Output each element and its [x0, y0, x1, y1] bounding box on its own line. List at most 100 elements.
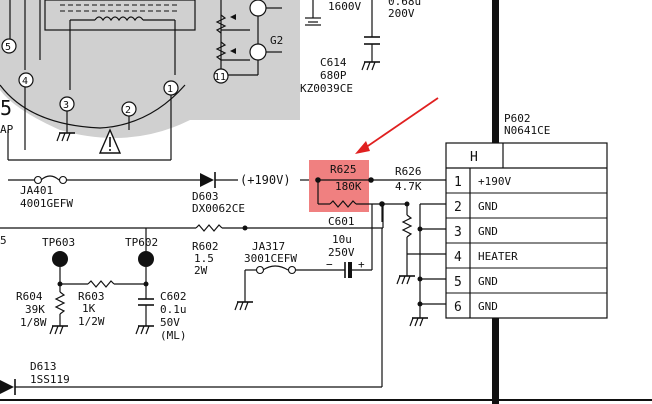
diode-icon — [200, 172, 216, 188]
svg-text:−: − — [326, 258, 333, 271]
svg-text:KZ0039CE: KZ0039CE — [300, 82, 353, 95]
svg-text:5: 5 — [5, 42, 11, 53]
connector-pin-4: 4 HEATER — [454, 250, 518, 265]
ground-icon — [409, 317, 428, 327]
svg-text:C602: C602 — [160, 290, 187, 303]
svg-text:2: 2 — [454, 200, 462, 215]
r625-highlight — [309, 160, 369, 212]
connector-pin-3: 3 GND — [454, 225, 498, 240]
svg-text:H: H — [470, 150, 478, 165]
svg-text:180K: 180K — [335, 180, 362, 193]
svg-text:1SS119: 1SS119 — [30, 373, 70, 386]
connector-pin-5: 5 GND — [454, 275, 498, 290]
svg-text:4001GEFW: 4001GEFW — [20, 197, 73, 210]
svg-text:(ML): (ML) — [160, 329, 187, 342]
ground-icon — [135, 325, 154, 335]
svg-text:1.5: 1.5 — [194, 252, 214, 265]
svg-text:4: 4 — [454, 250, 462, 265]
resistor-icon — [215, 14, 227, 34]
svg-text:P602: P602 — [504, 112, 531, 125]
spark-gap-icon — [249, 43, 267, 61]
svg-text:4.7K: 4.7K — [395, 180, 422, 193]
arrow-head-icon — [355, 141, 370, 154]
svg-text:3: 3 — [63, 100, 69, 111]
ground-icon — [396, 275, 415, 285]
crt-pin-11: 11 — [213, 68, 229, 84]
resistor-icon — [87, 280, 115, 288]
svg-text:1/8W: 1/8W — [20, 316, 47, 329]
connector-pin-2: 2 GND — [454, 200, 498, 215]
svg-text:+190V: +190V — [478, 175, 511, 188]
resistor-icon — [401, 214, 413, 238]
svg-text:39K: 39K — [25, 303, 45, 316]
svg-text:5: 5 — [0, 234, 7, 247]
crt-pin-1: 1 — [163, 80, 179, 96]
resistor-icon — [329, 200, 357, 208]
svg-text:1: 1 — [454, 175, 462, 190]
crt-pin-4: 4 — [18, 72, 34, 88]
svg-text:GND: GND — [478, 225, 498, 238]
svg-text:GND: GND — [478, 300, 498, 313]
svg-text:6: 6 — [454, 300, 462, 315]
svg-text:2W: 2W — [194, 264, 208, 277]
svg-text:TP602: TP602 — [125, 236, 158, 249]
resistor-icon — [195, 224, 223, 232]
svg-text:1/2W: 1/2W — [78, 315, 105, 328]
svg-text:R602: R602 — [192, 240, 219, 253]
svg-text:3: 3 — [454, 225, 462, 240]
svg-text:N0641CE: N0641CE — [504, 124, 550, 137]
svg-text:2: 2 — [125, 105, 131, 116]
crt-pin-2: 2 — [121, 101, 137, 117]
annotation-arrow — [361, 97, 439, 151]
svg-text:5: 5 — [0, 96, 12, 120]
svg-text:R625: R625 — [330, 163, 357, 176]
svg-text:JA401: JA401 — [20, 184, 53, 197]
electrolytic-capacitor-icon — [344, 262, 352, 278]
resistor-icon — [215, 41, 227, 61]
warning-triangle-icon — [98, 128, 122, 154]
svg-text:200V: 200V — [388, 7, 415, 20]
test-point-tp602 — [138, 251, 154, 267]
connector-pin-1: 1 +190V — [454, 175, 511, 190]
svg-text:+: + — [358, 258, 365, 271]
svg-text:R604: R604 — [16, 290, 43, 303]
svg-text:AP: AP — [0, 123, 14, 136]
crt-pin-5: 5 — [1, 38, 17, 54]
ground-icon — [49, 325, 68, 335]
svg-text:C601: C601 — [328, 215, 355, 228]
svg-text:R626: R626 — [395, 165, 422, 178]
svg-text:R603: R603 — [78, 290, 105, 303]
svg-text:C614: C614 — [320, 56, 347, 69]
svg-text:680P: 680P — [320, 69, 347, 82]
svg-text:5: 5 — [454, 275, 462, 290]
svg-text:D613: D613 — [30, 360, 57, 373]
heater-coil-icon — [94, 16, 144, 22]
svg-text:JA317: JA317 — [252, 240, 285, 253]
spark-gap-icon — [249, 0, 267, 17]
svg-text:GND: GND — [478, 275, 498, 288]
svg-text:(+190V): (+190V) — [240, 173, 291, 187]
svg-text:1K: 1K — [82, 302, 96, 315]
svg-text:0.1u: 0.1u — [160, 303, 187, 316]
connector-p602: H — [445, 142, 608, 319]
crt-pin-3: 3 — [59, 96, 75, 112]
svg-text:10u: 10u — [332, 233, 352, 246]
svg-text:TP603: TP603 — [42, 236, 75, 249]
svg-text:4: 4 — [22, 76, 28, 87]
crt-socket-area — [0, 0, 300, 138]
svg-text:50V: 50V — [160, 316, 180, 329]
connector-pin-6: 6 GND — [454, 300, 498, 315]
ground-icon — [56, 132, 75, 142]
crt-arc — [0, 84, 186, 129]
svg-text:G2: G2 — [270, 34, 283, 47]
test-point-tp603 — [52, 251, 68, 267]
svg-text:D603: D603 — [192, 190, 219, 203]
resistor-icon — [54, 291, 66, 315]
diode-icon — [0, 379, 16, 395]
svg-text:0.68u: 0.68u — [388, 0, 421, 8]
svg-text:HEATER: HEATER — [478, 250, 518, 263]
crt-gun-box — [44, 0, 196, 31]
svg-text:11: 11 — [214, 72, 226, 83]
